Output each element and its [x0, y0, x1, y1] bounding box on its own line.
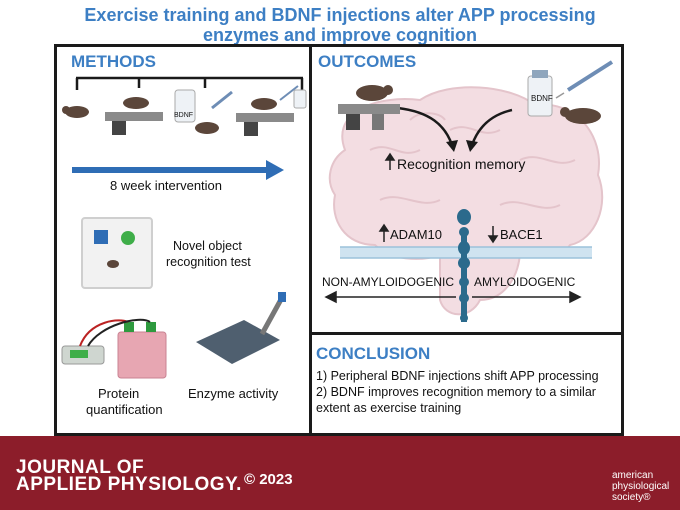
change-arrows [378, 152, 499, 244]
amyloidogenic-label: AMYLOIDOGENIC [474, 275, 576, 289]
methods-vial-label: BDNF [174, 112, 194, 119]
methods-timeline-graphics [62, 85, 307, 136]
conclusion-line-2: 2) BDNF improves recognition memory to a… [316, 385, 596, 399]
methods-heading: METHODS [71, 52, 156, 71]
conclusion-line-1: 1) Peripheral BDNF injections shift APP … [316, 369, 599, 383]
horizontal-divider [309, 332, 624, 335]
timeline-bracket [75, 76, 304, 90]
society-line-3: society® [612, 492, 651, 503]
conclusion-heading: CONCLUSION [316, 344, 431, 363]
app-protein [457, 209, 471, 322]
intervention-label: 8 week intervention [110, 178, 223, 193]
western-blot-apparatus [61, 318, 167, 379]
protein-label-2: quantification [86, 402, 163, 417]
novel-object-label-1: Novel object [173, 239, 242, 253]
society-line-2: physiological [612, 481, 670, 492]
novel-object-label-2: recognition test [166, 255, 251, 269]
novel-object-arena [81, 217, 153, 289]
enzyme-activity-label: Enzyme activity [188, 386, 279, 401]
adam10-label: ADAM10 [390, 227, 443, 242]
journal-name-line-1: JOURNAL OF [16, 457, 145, 478]
title-line-1: Exercise training and BDNF injections al… [84, 5, 596, 25]
vertical-divider [309, 44, 312, 436]
bace1-label: BACE1 [500, 227, 543, 242]
non-amyloidogenic-label: NON-AMYLOIDOGENIC [322, 275, 455, 289]
intervention-arrow [72, 160, 284, 180]
protein-label-1: Protein [98, 386, 140, 401]
outcomes-heading: OUTCOMES [318, 52, 417, 71]
conclusion-line-3: extent as exercise training [316, 401, 462, 415]
outcome-curved-arrows [397, 106, 513, 146]
title-line-2: enzymes and improve cognition [202, 25, 478, 45]
processing-arrows [324, 290, 582, 304]
outcomes-vial-label: BDNF [531, 94, 553, 103]
enzyme-plate [196, 292, 287, 364]
recognition-memory-label: Recognition memory [397, 156, 526, 172]
journal-name-line-2: APPLIED PHYSIOLOGY. [16, 474, 242, 495]
society-line-1: american [612, 470, 654, 481]
outcomes-bdnf-injection [527, 60, 614, 124]
copyright: © 2023 [244, 471, 293, 488]
outcomes-treadmill [338, 85, 400, 130]
footer-bar [0, 436, 680, 510]
